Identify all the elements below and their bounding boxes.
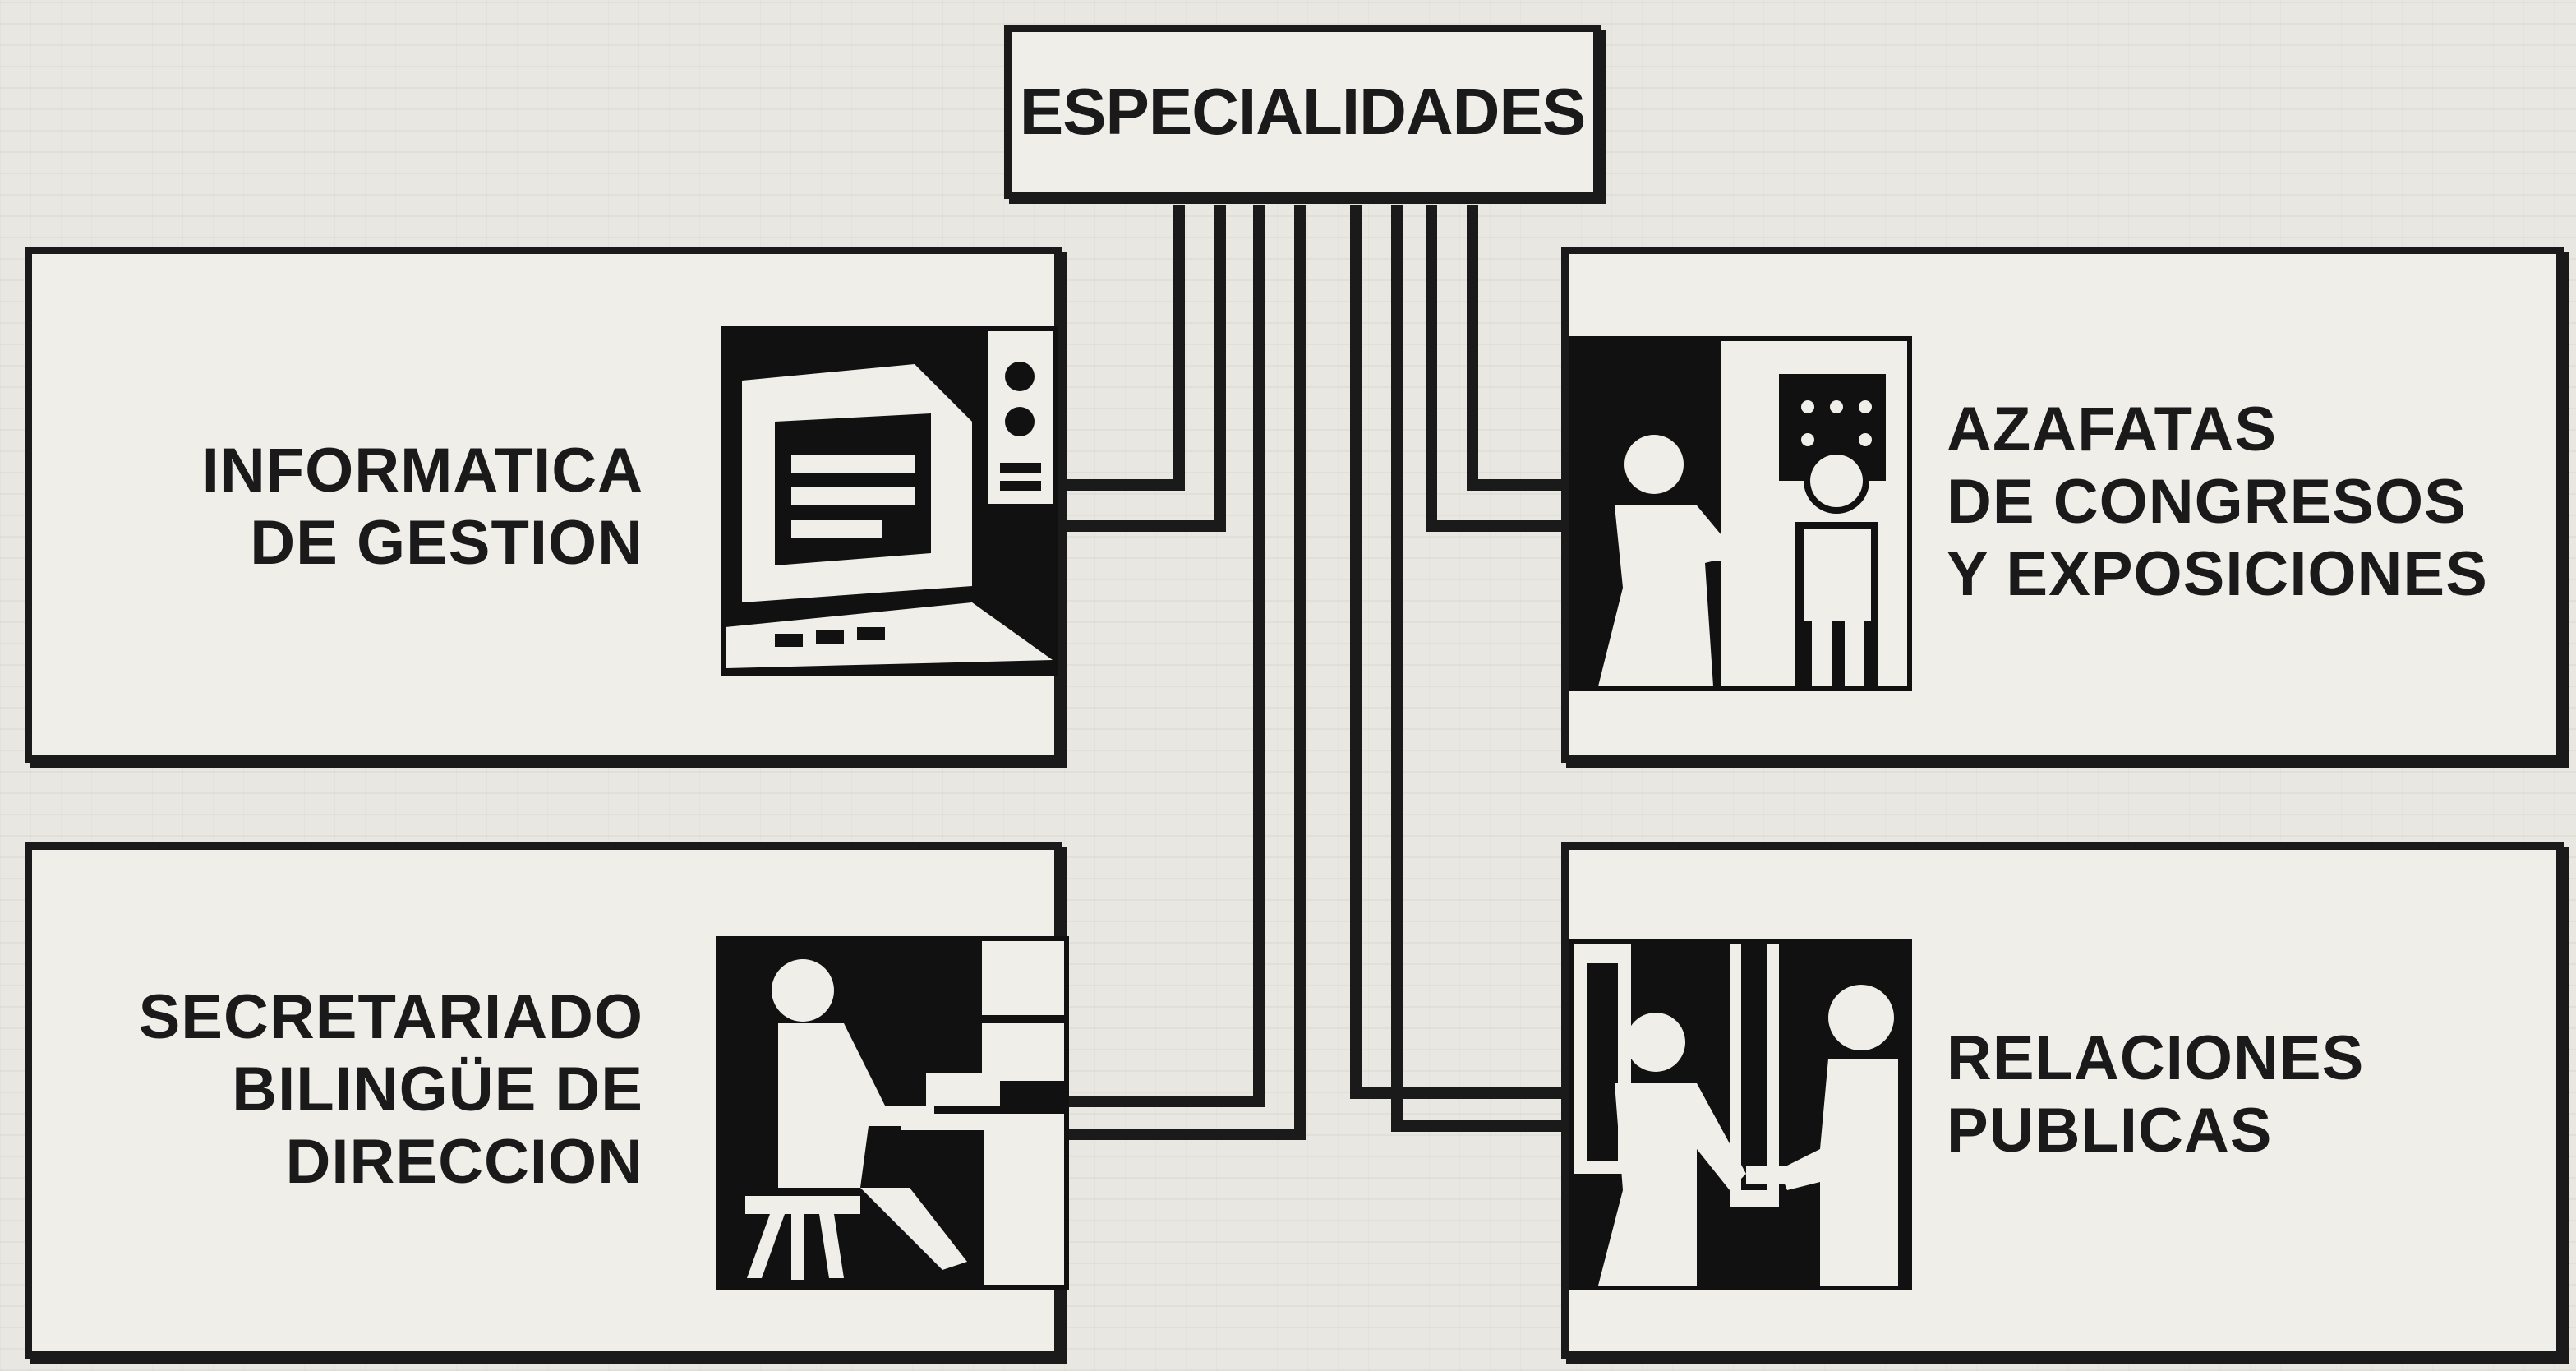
connector-relaciones-inner: [1350, 205, 1561, 1099]
connector-informatica-outer: [1053, 205, 1185, 491]
label-relaciones: RELACIONES PUBLICAS: [1947, 1023, 2365, 1166]
box-relaciones: RELACIONES PUBLICAS: [1561, 842, 2564, 1359]
handshake-icon: [1569, 939, 1912, 1290]
secretary-desk-icon: [716, 936, 1069, 1290]
connector-azafatas-inner: [1426, 205, 1561, 532]
connector-relaciones-outer: [1391, 205, 1561, 1132]
computer-terminal-icon: [721, 326, 1058, 676]
label-secretariado: SECRETARIADO BILINGÜE DE DIRECCION: [138, 982, 643, 1198]
connector-secretariado-inner: [1053, 205, 1306, 1140]
label-azafatas: AZAFATAS DE CONGRESOS Y EXPOSICIONES: [1947, 395, 2488, 610]
box-informatica: INFORMATICA DE GESTION: [25, 247, 1062, 763]
label-informatica: INFORMATICA DE GESTION: [201, 436, 643, 579]
hostess-greeting-icon: [1569, 336, 1912, 691]
box-secretariado: SECRETARIADO BILINGÜE DE DIRECCION: [25, 842, 1069, 1359]
title-box: ESPECIALIDADES: [1004, 25, 1601, 199]
connector-azafatas-outer: [1467, 205, 1561, 491]
connector-informatica-inner: [1053, 205, 1226, 532]
diagram-title: ESPECIALIDADES: [1019, 75, 1586, 148]
connector-secretariado-outer: [1053, 205, 1265, 1107]
box-azafatas: AZAFATAS DE CONGRESOS Y EXPOSICIONES: [1561, 247, 2564, 763]
